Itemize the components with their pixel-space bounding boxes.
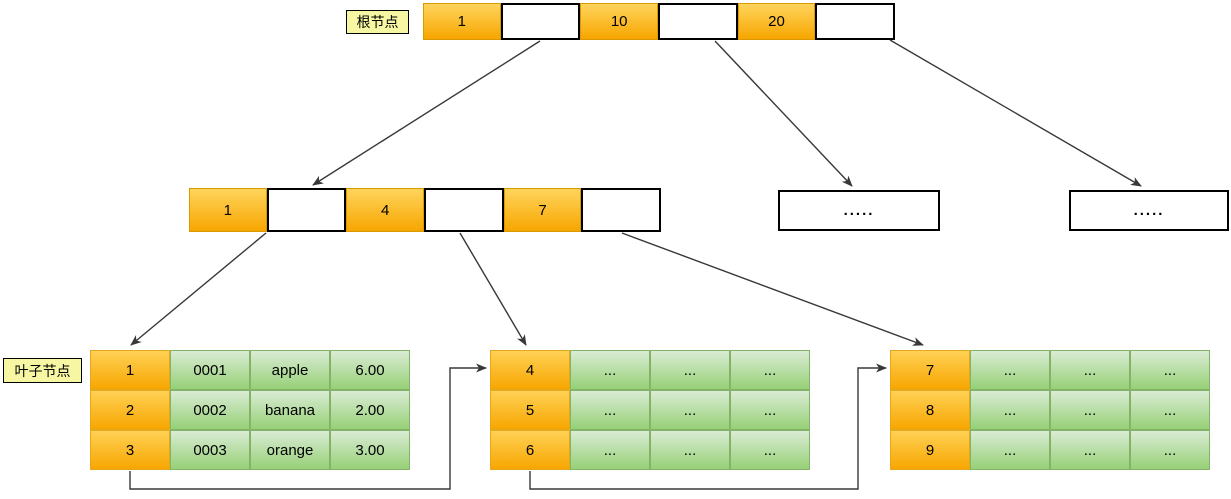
root-pointer-cell bbox=[815, 3, 896, 40]
leaf-data-cell: ... bbox=[650, 390, 730, 430]
collapsed-internal-node: ..... bbox=[1069, 190, 1229, 231]
leaf-data-cell: 3.00 bbox=[330, 430, 410, 470]
leaf-data-cell: ... bbox=[1130, 350, 1210, 390]
leaf-key-cell: 7 bbox=[890, 350, 970, 390]
leaf-key-cell: 9 bbox=[890, 430, 970, 470]
leaf-data-cell: 0003 bbox=[170, 430, 250, 470]
internal-pointer-cell bbox=[581, 188, 662, 232]
leaf-data-cell: apple bbox=[250, 350, 330, 390]
edge-internal-to-leaf2 bbox=[459, 232, 527, 346]
leaf-data-cell: ... bbox=[730, 350, 810, 390]
leaf-data-cell: ... bbox=[1050, 430, 1130, 470]
leaf-data-cell: ... bbox=[730, 430, 810, 470]
leaf-data-cell: ... bbox=[970, 430, 1050, 470]
internal-key-cell: 4 bbox=[346, 188, 425, 232]
root-node-label: 根节点 bbox=[346, 10, 409, 34]
leaf-node-table: 1 0001 apple 6.00 2 0002 banana 2.00 3 0… bbox=[90, 350, 410, 470]
leaf-key-cell: 6 bbox=[490, 430, 570, 470]
root-pointer-cell bbox=[500, 3, 581, 40]
edge-internal-to-leaf1 bbox=[130, 232, 267, 346]
leaf-data-cell: 2.00 bbox=[330, 390, 410, 430]
root-key-cell: 20 bbox=[737, 3, 816, 40]
internal-key-cell: 7 bbox=[503, 188, 582, 232]
leaf-data-cell: ... bbox=[570, 390, 650, 430]
leaf-data-cell: ... bbox=[1050, 350, 1130, 390]
internal-pointer-cell bbox=[424, 188, 504, 232]
leaf-data-cell: ... bbox=[570, 350, 650, 390]
leaf-key-cell: 2 bbox=[90, 390, 170, 430]
leaf-data-cell: orange bbox=[250, 430, 330, 470]
root-key-cell: 10 bbox=[580, 3, 659, 40]
root-node: 1 10 20 bbox=[423, 3, 896, 40]
leaf-data-cell: 0001 bbox=[170, 350, 250, 390]
leaf-data-cell: ... bbox=[650, 430, 730, 470]
leaf-data-cell: ... bbox=[650, 350, 730, 390]
leaf-data-cell: ... bbox=[1130, 390, 1210, 430]
leaf-data-cell: ... bbox=[970, 390, 1050, 430]
leaf-data-cell: 6.00 bbox=[330, 350, 410, 390]
edge-root-to-collapsed-left bbox=[714, 40, 853, 187]
collapsed-internal-node: ..... bbox=[778, 190, 940, 231]
internal-pointer-cell bbox=[266, 188, 347, 232]
root-key-cell: 1 bbox=[423, 3, 501, 40]
leaf-key-cell: 1 bbox=[90, 350, 170, 390]
internal-key-cell: 1 bbox=[189, 188, 267, 232]
leaf-key-cell: 4 bbox=[490, 350, 570, 390]
leaf-key-cell: 3 bbox=[90, 430, 170, 470]
leaf-key-cell: 5 bbox=[490, 390, 570, 430]
leaf-data-cell: 0002 bbox=[170, 390, 250, 430]
leaf-data-cell: banana bbox=[250, 390, 330, 430]
leaf-data-cell: ... bbox=[1130, 430, 1210, 470]
leaf-node-table: 4 ... ... ... 5 ... ... ... 6 ... ... ..… bbox=[490, 350, 810, 470]
edge-root-to-collapsed-right bbox=[889, 39, 1142, 187]
internal-node: 1 4 7 bbox=[189, 188, 662, 232]
leaf-data-cell: ... bbox=[1050, 390, 1130, 430]
leaf-node-label: 叶子节点 bbox=[3, 358, 82, 383]
leaf-data-cell: ... bbox=[970, 350, 1050, 390]
leaf-data-cell: ... bbox=[570, 430, 650, 470]
root-pointer-cell bbox=[658, 3, 738, 40]
leaf-data-cell: ... bbox=[730, 390, 810, 430]
leaf-node-table: 7 ... ... ... 8 ... ... ... 9 ... ... ..… bbox=[890, 350, 1210, 470]
edge-internal-to-leaf3 bbox=[621, 232, 924, 346]
leaf-key-cell: 8 bbox=[890, 390, 970, 430]
edge-root-to-internal bbox=[312, 40, 541, 186]
